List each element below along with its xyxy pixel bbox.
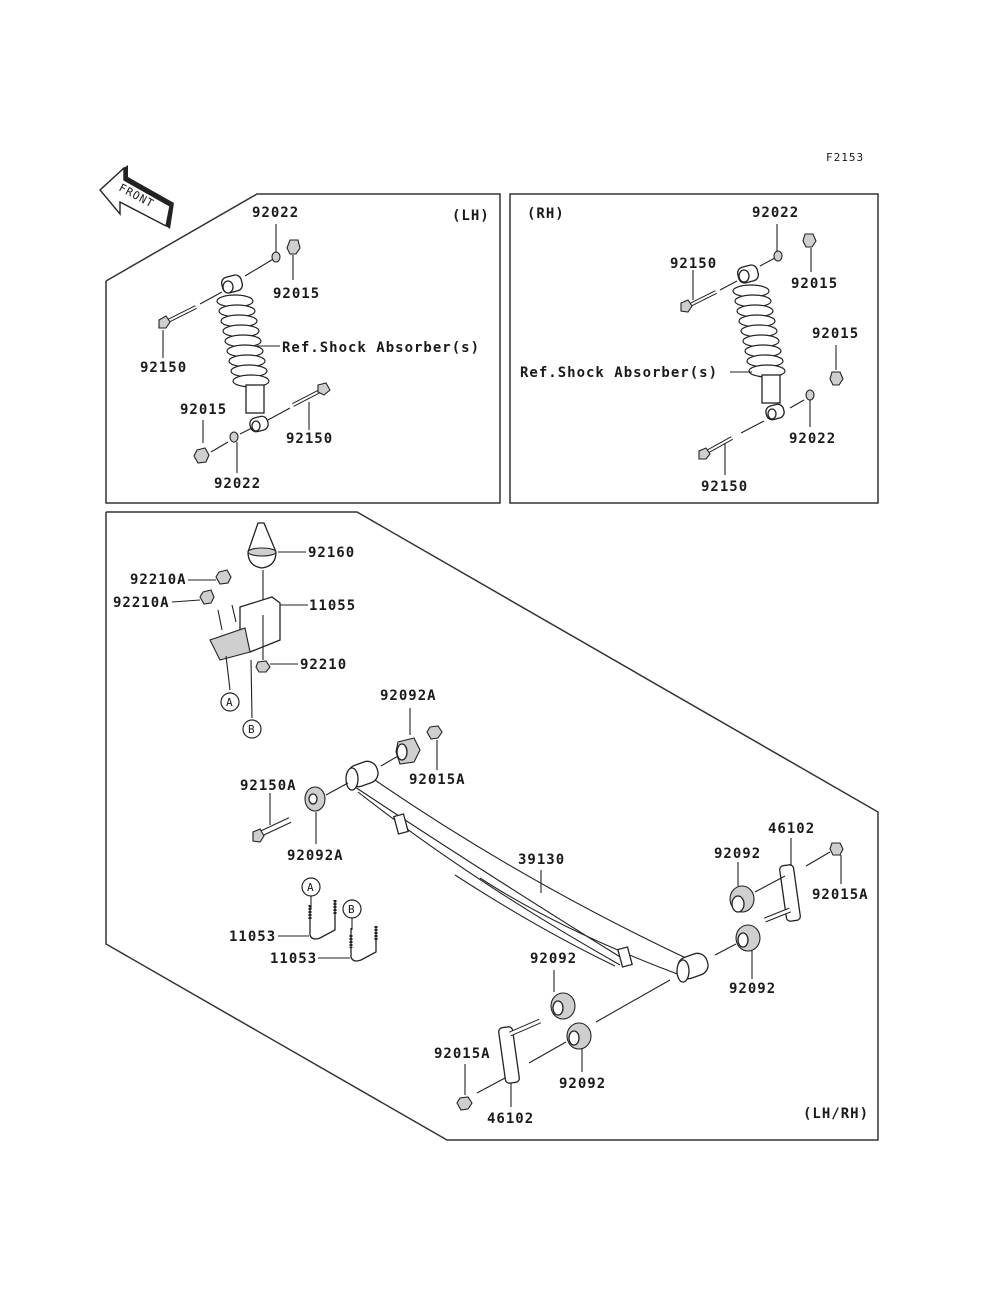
ref-marker: A (220, 692, 240, 712)
part-number[interactable]: 92150A (240, 778, 297, 794)
washer-icon (271, 251, 281, 263)
washer-icon (229, 431, 239, 443)
bolt-icon (680, 290, 717, 313)
figure-code: F2153 (826, 151, 864, 164)
panel-leaf-frame (105, 511, 879, 1141)
panel-rh: (RH) (509, 193, 879, 504)
shackle-plate-icon (498, 1018, 541, 1084)
part-number[interactable]: 92022 (214, 476, 261, 492)
bushing-icon (566, 1022, 592, 1050)
panel-leaf-spring: (LH/RH) A B (105, 511, 879, 1141)
spring-eye-rear (676, 952, 709, 983)
part-number[interactable]: 92092 (729, 981, 776, 997)
bolt-icon (292, 382, 331, 407)
ref-marker: B (242, 719, 262, 739)
part-number[interactable]: 11055 (309, 598, 356, 614)
part-number[interactable]: 11053 (270, 951, 317, 967)
part-number[interactable]: 92150 (140, 360, 187, 376)
nut-icon (802, 233, 817, 248)
ref-marker: A (301, 877, 321, 897)
part-number[interactable]: 92015A (812, 887, 869, 903)
bump-stop-icon (247, 522, 277, 569)
part-number[interactable]: 92092 (530, 951, 577, 967)
spring-eye-front (345, 760, 379, 791)
part-number[interactable]: 92092 (559, 1076, 606, 1092)
bolt-icon (252, 817, 292, 843)
panel-lh-title: (LH) (452, 208, 490, 224)
part-number[interactable]: 39130 (518, 852, 565, 868)
svg-text:A: A (307, 881, 315, 894)
nut-icon (456, 1096, 473, 1111)
part-number[interactable]: 92092A (287, 848, 344, 864)
svg-text:B: B (248, 723, 256, 736)
washer-icon (773, 250, 783, 262)
part-number[interactable]: 92210A (113, 595, 170, 611)
bushing-icon (304, 786, 326, 812)
nut-icon (199, 589, 215, 605)
u-bolt-icon (308, 900, 337, 940)
part-number[interactable]: 92015 (812, 326, 859, 342)
ref-shock-absorber-link[interactable]: Ref.Shock Absorber(s) (520, 365, 718, 381)
shock-absorber-rh (732, 264, 786, 421)
nut-icon (193, 447, 210, 464)
part-number[interactable]: 92210 (300, 657, 347, 673)
nut-icon (286, 239, 301, 255)
washer-icon (805, 389, 815, 401)
part-number[interactable]: 92022 (752, 205, 799, 221)
front-arrow-icon: FRONT (99, 165, 174, 229)
nut-icon (215, 569, 232, 585)
panel-leaf-title: (LH/RH) (803, 1106, 869, 1122)
panel-lh-frame (105, 193, 501, 504)
svg-text:B: B (348, 903, 356, 916)
part-number[interactable]: 92210A (130, 572, 187, 588)
svg-text:A: A (226, 696, 234, 709)
panel-rh-title: (RH) (527, 206, 565, 222)
part-number[interactable]: 92092A (380, 688, 437, 704)
bracket-icon (209, 596, 281, 661)
shock-absorber-lh (216, 274, 270, 433)
bushing-icon (729, 885, 755, 913)
bushing-icon (395, 737, 421, 765)
part-number[interactable]: 92150 (670, 256, 717, 272)
part-number[interactable]: 92022 (789, 431, 836, 447)
part-number[interactable]: 11053 (229, 929, 276, 945)
shackle-plate-icon (764, 864, 801, 923)
panel-lh: (LH) (105, 193, 501, 504)
part-number[interactable]: 46102 (768, 821, 815, 837)
bushing-icon (735, 924, 761, 952)
ref-shock-absorber-link[interactable]: Ref.Shock Absorber(s) (282, 340, 480, 356)
part-number[interactable]: 92015A (409, 772, 466, 788)
part-number[interactable]: 92160 (308, 545, 355, 561)
part-number[interactable]: 92150 (286, 431, 333, 447)
nut-icon (255, 660, 271, 673)
bolt-icon (158, 305, 197, 329)
part-number[interactable]: 92022 (252, 205, 299, 221)
part-number[interactable]: 92015 (273, 286, 320, 302)
bolt-icon (698, 436, 733, 460)
u-bolt-icon (349, 926, 378, 962)
part-number[interactable]: 46102 (487, 1111, 534, 1127)
leaf-spring-icon (345, 760, 709, 983)
nut-icon (829, 842, 844, 856)
part-number[interactable]: 92092 (714, 846, 761, 862)
part-number[interactable]: 92150 (701, 479, 748, 495)
bushing-icon (550, 992, 576, 1020)
part-number[interactable]: 92015 (180, 402, 227, 418)
panel-rh-frame (509, 193, 879, 504)
part-number[interactable]: 92015 (791, 276, 838, 292)
nut-icon (426, 725, 443, 740)
nut-icon (829, 371, 844, 386)
part-number[interactable]: 92015A (434, 1046, 491, 1062)
ref-marker: B (342, 899, 362, 919)
